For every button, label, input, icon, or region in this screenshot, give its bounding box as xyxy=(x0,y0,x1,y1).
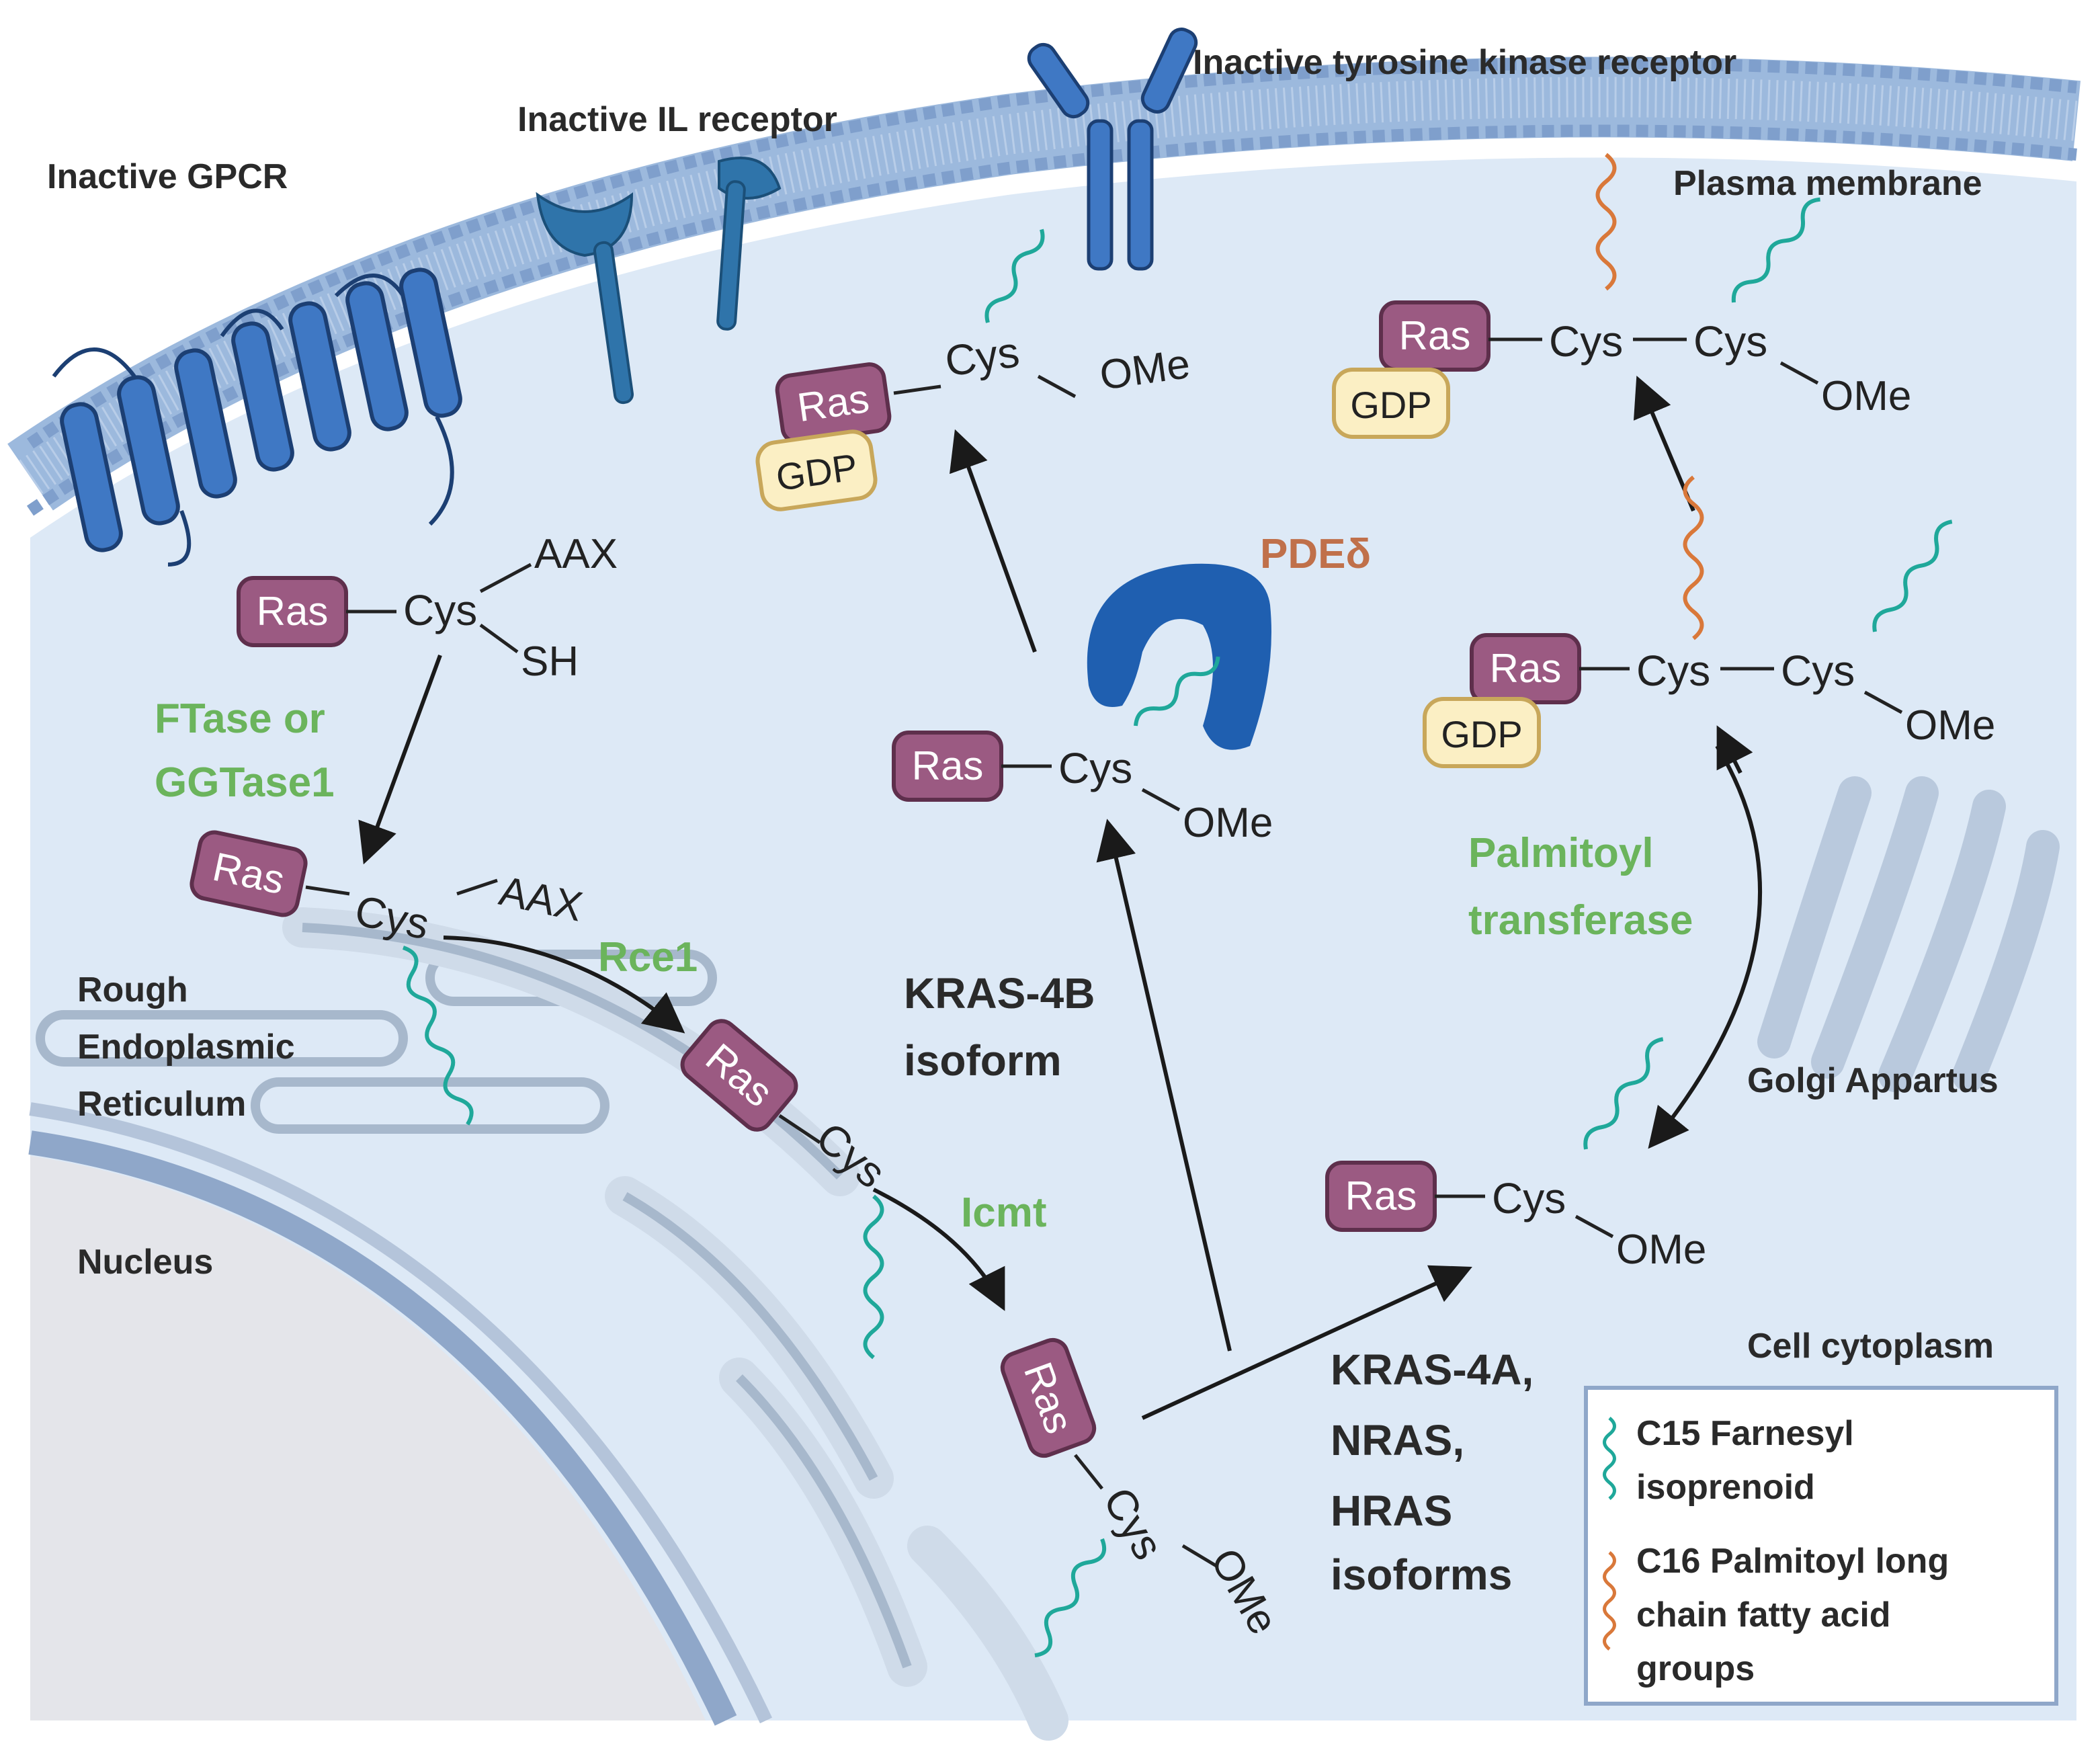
arrow-icmt xyxy=(872,1188,1005,1311)
cys-label: Cys xyxy=(1492,1174,1566,1222)
arrow-kras4b xyxy=(1096,819,1232,1352)
palmitoyl-legend-icon xyxy=(1603,1551,1616,1651)
cys-label: Cys xyxy=(1636,647,1710,695)
ras-label: Ras xyxy=(1399,313,1471,358)
cys-label: Cys xyxy=(1693,317,1767,366)
kras4b-label: KRAS-4B isoform xyxy=(904,969,1095,1085)
svg-text:Reticulum: Reticulum xyxy=(77,1085,246,1124)
golgi-label: Golgi Appartus xyxy=(1747,1061,1999,1100)
svg-text:KRAS-4A,: KRAS-4A, xyxy=(1331,1345,1534,1394)
svg-text:Palmitoyl: Palmitoyl xyxy=(1468,830,1654,876)
rce1-label: Rce1 xyxy=(598,934,698,981)
cys-label: Cys xyxy=(1549,317,1623,366)
ras-label: Ras xyxy=(912,743,984,788)
ftase-label: FTase or GGTase1 xyxy=(155,696,335,806)
golgi-apparatus xyxy=(1757,776,2060,1092)
arrow-ftase xyxy=(358,654,442,865)
svg-text:isoform: isoform xyxy=(904,1036,1062,1085)
svg-text:isoprenoid: isoprenoid xyxy=(1636,1468,1815,1507)
gpcr-label: Inactive GPCR xyxy=(47,157,288,196)
cell-cytoplasm xyxy=(30,157,2076,1721)
plasma-membrane-label: Plasma membrane xyxy=(1673,164,1982,203)
palmitoyl-transferase-label: Palmitoyl transferase xyxy=(1468,830,1693,944)
svg-text:isoforms: isoforms xyxy=(1331,1550,1512,1599)
svg-text:Rough: Rough xyxy=(77,970,188,1009)
legend: C15 Farnesyl isoprenoid C16 Palmitoyl lo… xyxy=(1584,1386,2058,1706)
arrow-other-isoforms xyxy=(1141,1265,1472,1420)
svg-text:NRAS,: NRAS, xyxy=(1331,1416,1464,1464)
ome-label: OMe xyxy=(1183,800,1273,846)
svg-text:HRAS: HRAS xyxy=(1331,1487,1452,1535)
ras-cys-aax-sh: Ras Cys AAX SH xyxy=(237,531,618,685)
il-receptor-label: Inactive IL receptor xyxy=(517,100,837,139)
ome-label: OMe xyxy=(1821,373,1911,419)
pde-delta-protein xyxy=(1087,563,1271,750)
svg-text:chain fatty acid: chain fatty acid xyxy=(1636,1595,1891,1634)
cys-label: Cys xyxy=(942,327,1022,386)
arrow-to-membrane-kras4b xyxy=(950,429,1037,653)
gdp-label: GDP xyxy=(1350,384,1431,426)
gdp-label: GDP xyxy=(1441,713,1522,755)
svg-text:FTase or: FTase or xyxy=(155,696,325,742)
nucleus-label: Nucleus xyxy=(77,1243,213,1282)
farnesyl-legend-icon xyxy=(1603,1417,1616,1500)
cys-label: Cys xyxy=(1781,647,1855,695)
ras-gdp-membrane-kras4b: Ras GDP Cys OMe xyxy=(755,327,1193,511)
aax-label: AAX xyxy=(534,531,618,577)
lipid-tails xyxy=(402,153,1953,1658)
rough-er-label: Rough Endoplasmic Reticulum xyxy=(77,970,295,1124)
pde-delta-label: PDEδ xyxy=(1260,531,1371,577)
ras-gdp-cys-cys-golgi: Ras GDP Cys Cys OMe xyxy=(1423,633,1995,768)
svg-text:groups: groups xyxy=(1636,1649,1755,1688)
svg-text:transferase: transferase xyxy=(1468,897,1693,944)
ome-label: OMe xyxy=(1616,1227,1706,1273)
ras-gdp-cys-cys-membrane: Ras GDP Cys Cys OMe xyxy=(1332,300,1911,439)
svg-text:GGTase1: GGTase1 xyxy=(155,759,335,806)
sh-label: SH xyxy=(521,638,579,685)
other-isoforms-label: KRAS-4A, NRAS, HRAS isoforms xyxy=(1331,1345,1534,1599)
arrow-rce1 xyxy=(443,936,685,1034)
cys-label: Cys xyxy=(1058,744,1132,792)
cys-label: Cys xyxy=(403,586,477,634)
nucleus xyxy=(28,1102,773,1726)
svg-text:C16 Palmitoyl long: C16 Palmitoyl long xyxy=(1636,1542,1949,1581)
ras-label: Ras xyxy=(1490,646,1562,691)
ras-label: Ras xyxy=(257,589,329,634)
icmt-label: Icmt xyxy=(961,1190,1046,1236)
svg-text:Endoplasmic: Endoplasmic xyxy=(77,1028,295,1067)
tk-receptor xyxy=(1027,28,1198,271)
rough-er xyxy=(36,907,1068,1741)
ras-cys-ome-cytoplasm: Ras Cys OMe xyxy=(1325,1161,1706,1273)
gpcr-receptor xyxy=(52,267,462,567)
ome-label: OMe xyxy=(1905,702,1995,749)
svg-text:KRAS-4B: KRAS-4B xyxy=(904,969,1095,1018)
ras-label: Ras xyxy=(1345,1173,1417,1218)
svg-text:C15 Farnesyl: C15 Farnesyl xyxy=(1636,1414,1854,1453)
il-receptor xyxy=(536,157,782,405)
ras-cys-ome-pde-bound: Ras Cys OMe xyxy=(892,731,1273,846)
ras-label: Ras xyxy=(794,376,872,430)
cytoplasm-label: Cell cytoplasm xyxy=(1747,1327,1994,1366)
arrow-palmitoyl-transferase xyxy=(1648,745,1762,1149)
tk-receptor-label: Inactive tyrosine kinase receptor xyxy=(1193,43,1736,82)
